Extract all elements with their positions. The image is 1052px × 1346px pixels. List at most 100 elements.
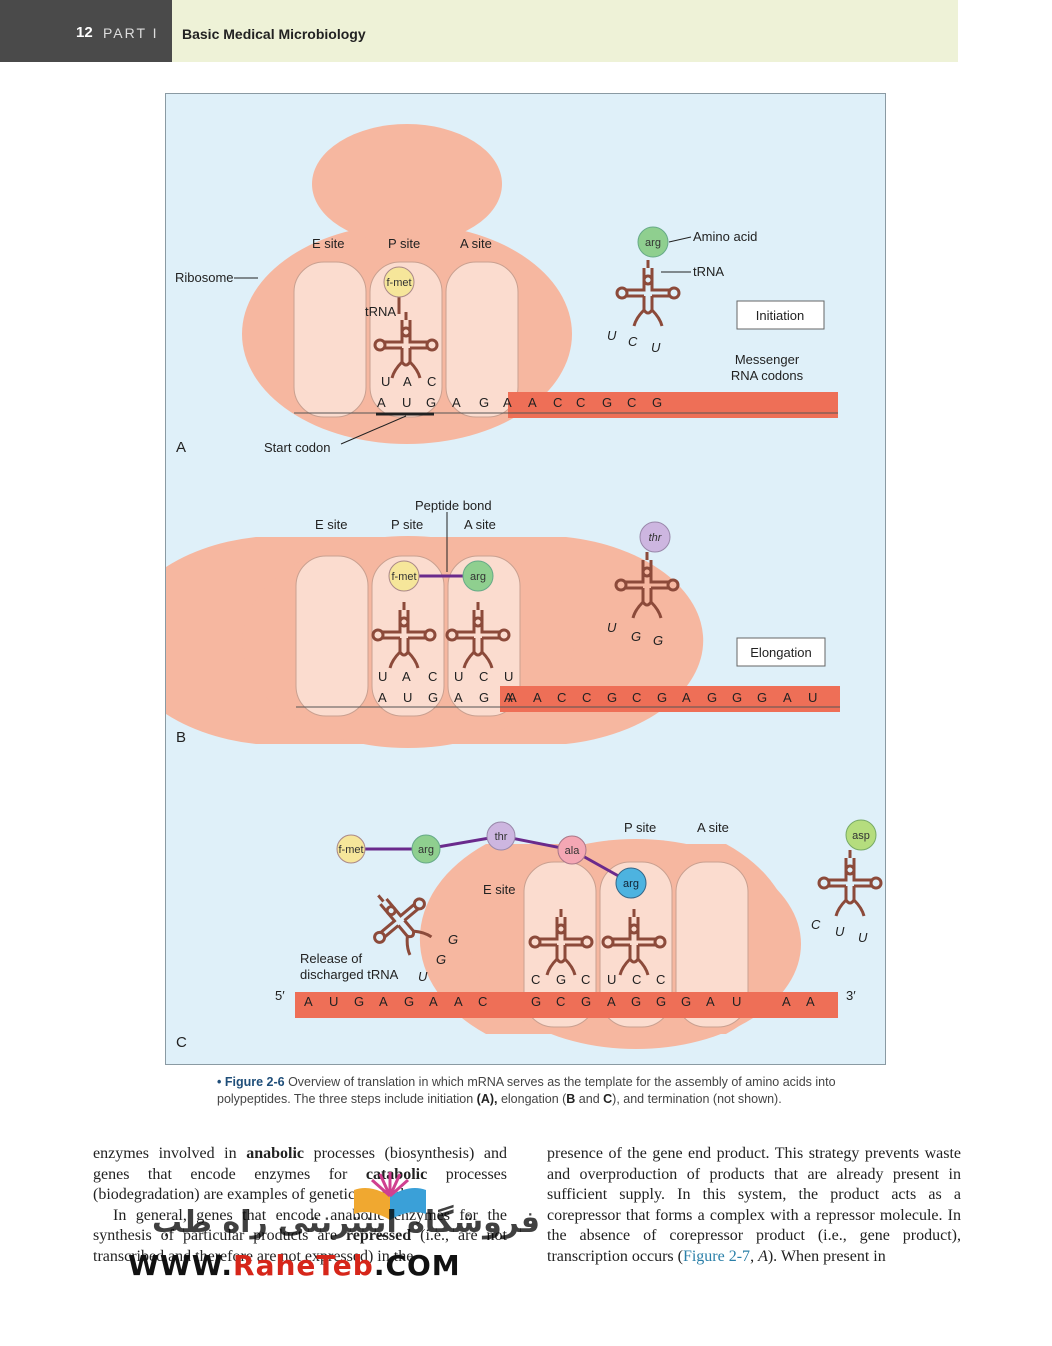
caption-b: B: [566, 1092, 576, 1106]
mrna-strand: [508, 392, 838, 418]
page-header: 12 PART I Basic Medical Microbiology: [0, 0, 958, 62]
free-anticodon-base: U: [835, 924, 845, 939]
p-site-slot: [369, 261, 443, 418]
codon-base: G: [607, 690, 617, 705]
fmet-label: f-met: [386, 277, 411, 289]
a-site-label: A site: [464, 517, 496, 532]
codon-base: U: [732, 994, 741, 1009]
codon-base: G: [631, 994, 641, 1009]
text-run: presence of the gene end product. This s…: [547, 1145, 961, 1265]
header-tab: [0, 0, 172, 62]
codon-base: A: [504, 690, 513, 705]
panel-letter-a: A: [176, 439, 186, 456]
e-site-slot: [293, 261, 367, 418]
url-part: WWW.: [128, 1249, 234, 1282]
codon-base: A: [782, 994, 791, 1009]
free-aa-label: asp: [852, 830, 870, 842]
a-site-slot: [675, 861, 749, 1028]
initiation-box: [736, 300, 825, 330]
codon-base: A: [508, 690, 517, 705]
anticodon-base: C: [632, 972, 641, 987]
chain-arg-icon: [411, 834, 441, 864]
arg-icon: [637, 226, 669, 258]
mrna-codons-b: A U G A G A A A C C G C G A G G G A U: [378, 690, 817, 705]
free-trna-icon: [817, 848, 883, 918]
panel-b: f-met arg Peptide bond E site P site A s…: [166, 498, 840, 748]
caption-a: (A),: [476, 1092, 498, 1106]
caption-text: ), and termination (not shown).: [612, 1092, 782, 1106]
aa2-label: arg: [470, 571, 486, 583]
p-site-label: P site: [391, 517, 423, 532]
release-label-2: discharged tRNA: [300, 967, 399, 982]
codon-base: G: [428, 690, 438, 705]
p-aa-label: arg: [623, 878, 639, 890]
codon-base: A: [503, 395, 512, 410]
codon-base: U: [402, 395, 411, 410]
codon-base: G: [531, 994, 541, 1009]
mrna-strand: [500, 686, 840, 712]
anticodons-b: U A C U C U: [378, 669, 513, 684]
codon-base: A: [452, 395, 461, 410]
p-site-label: P site: [624, 820, 656, 835]
mrna-codons-c: A U G A G A A C G C G A G G G A U A A: [304, 994, 815, 1009]
caption-text: elongation (: [497, 1092, 567, 1106]
free-anticodon-base: G: [631, 629, 641, 644]
figure-caption: • Figure 2-6 Overview of translation in …: [217, 1074, 839, 1108]
five-prime-label: 5′: [275, 988, 285, 1003]
panel-letter-b: B: [176, 729, 186, 746]
codon-base: C: [478, 994, 487, 1009]
codon-base: C: [632, 690, 641, 705]
codon-base: A: [379, 994, 388, 1009]
codon-base: C: [556, 994, 565, 1009]
text-run: enzymes involved in: [93, 1145, 247, 1162]
part-label: PART I: [103, 25, 159, 41]
text-run: (i.e., are not transcribed and therefore…: [93, 1227, 507, 1265]
released-anticodon-base: U: [418, 969, 428, 984]
initiation-label: Initiation: [756, 308, 804, 323]
text-run: ,: [750, 1247, 759, 1265]
codon-base: C: [582, 690, 591, 705]
figure-link[interactable]: Figure 2-7: [682, 1247, 751, 1265]
caption-label: • Figure 2-6: [217, 1075, 285, 1089]
anticodons-c: C G C U C C: [531, 972, 665, 987]
e-site-label: E site: [315, 517, 348, 532]
arg-p-icon: [615, 867, 647, 899]
codon-base: U: [808, 690, 817, 705]
codon-base: G: [707, 690, 717, 705]
codon-base: G: [479, 395, 489, 410]
url-part: RaheTeb: [233, 1249, 374, 1282]
codon-base: G: [732, 690, 742, 705]
translation-diagram: f-met Ribosome E site P site A site tRNA…: [166, 124, 883, 1051]
free-aa-label: arg: [645, 237, 661, 249]
panel-letter-c: C: [176, 1034, 187, 1051]
released-anticodon-base: G: [448, 932, 458, 947]
anticodon-base: C: [427, 374, 436, 389]
free-anticodon-base: G: [653, 633, 663, 648]
anticodon-base: C: [656, 972, 665, 987]
codon-base: A: [783, 690, 792, 705]
three-prime-label: 3′: [846, 988, 856, 1003]
chain-ala-icon: [557, 835, 587, 865]
codon-base: G: [602, 395, 612, 410]
codon-base: A: [378, 690, 387, 705]
free-anticodon-base: U: [651, 340, 661, 355]
watermark-book-icon: [354, 1172, 426, 1220]
mrna-label-1: Messenger: [735, 352, 800, 367]
thr-icon: [639, 521, 671, 553]
mrna-codons-a: A U G A G A A C C G C G: [377, 395, 662, 410]
codon-base: A: [429, 994, 438, 1009]
free-trna-icon: [615, 258, 681, 328]
fmet-icon: [383, 266, 415, 298]
trna-label: tRNA: [365, 304, 396, 319]
chain-aa-label: f-met: [338, 844, 363, 856]
arg-icon: [462, 560, 494, 592]
watermark-url: WWW.RaheTeb.COM: [128, 1249, 461, 1282]
chain-aa-label: ala: [565, 845, 581, 857]
codon-base: A: [304, 994, 313, 1009]
paragraph: presence of the gene end product. This s…: [547, 1144, 961, 1268]
caption-c: C: [603, 1092, 613, 1106]
anticodon-base: U: [378, 669, 387, 684]
mrna-strand: [295, 992, 838, 1018]
e-site-slot: [523, 861, 597, 1028]
free-trna-label: tRNA: [693, 264, 724, 279]
